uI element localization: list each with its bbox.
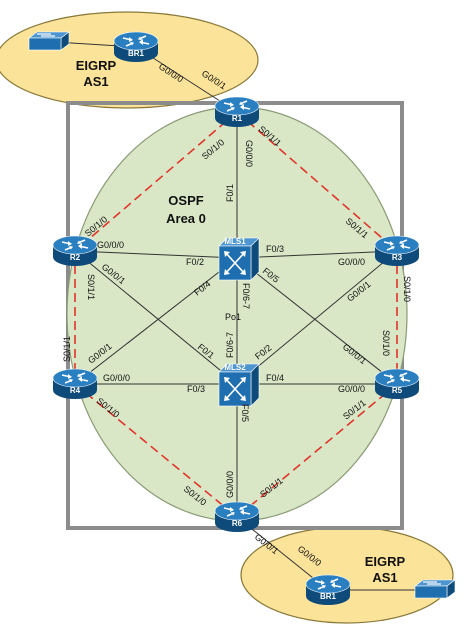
serial-link-r4-r6	[74, 383, 238, 518]
router-r4[interactable]: R4	[52, 368, 98, 400]
if-r2-g000: G0/0/0	[97, 240, 124, 250]
if-r4-s011: S0/1/1	[62, 336, 72, 362]
eigrp-bottom-title-line1: EIGRP	[365, 554, 406, 569]
serial-link-r5-r6	[236, 383, 398, 518]
ms1-label: MLS1	[224, 237, 246, 246]
serial-link-r1-r2	[74, 111, 238, 252]
if-ms1-f03: F0/3	[266, 244, 284, 254]
multilayer-switch-ms2[interactable]: MLS2	[218, 363, 260, 407]
r1-label: R1	[232, 114, 243, 123]
eigrp-top-title-line1: EIGRP	[76, 58, 117, 73]
router-br1-top[interactable]: BR1	[113, 31, 159, 63]
if-r1-g000: G0/0/0	[244, 140, 254, 167]
link-r3-ms1	[236, 250, 398, 259]
r4-label: R4	[70, 386, 81, 395]
if-r5-g000: G0/0/0	[338, 384, 365, 394]
eigrp-top-title-line2: AS1	[83, 74, 108, 89]
router-r6[interactable]: R6	[214, 501, 260, 533]
if-po1: Po1	[225, 312, 241, 322]
br1-bottom-label: BR1	[320, 592, 337, 601]
if-r3-s010: S0/1/0	[402, 276, 412, 302]
if-ms2-f04: F0/4	[266, 373, 284, 383]
link-r4-ms1	[74, 257, 238, 385]
r5-label: R5	[392, 386, 403, 395]
serial-link-r1-r3	[236, 111, 398, 252]
eigrp-bottom-title-line2: AS1	[372, 570, 397, 585]
router-br1-bottom[interactable]: BR1	[305, 574, 351, 606]
if-ms2-f03: F0/3	[187, 384, 205, 394]
ospf-title-line2: Area 0	[166, 211, 206, 226]
if-ms2-f067: F0/6-7	[225, 332, 235, 358]
link-r5-ms1	[236, 257, 398, 385]
if-ms2-f05: F0/5	[240, 404, 250, 422]
if-ms1-f067: F0/6-7	[241, 283, 251, 309]
router-r3[interactable]: R3	[374, 235, 420, 267]
multilayer-switch-ms1[interactable]: MLS1	[218, 237, 260, 281]
router-r5[interactable]: R5	[374, 368, 420, 400]
r3-label: R3	[392, 253, 403, 262]
serial-links	[74, 111, 398, 518]
if-r5-s010: S0/1/0	[381, 330, 391, 356]
br1-top-label: BR1	[128, 49, 145, 58]
link-r2-ms2	[74, 250, 238, 385]
if-r6-g000: G0/0/0	[225, 471, 235, 498]
if-ms1-f02: F0/2	[186, 257, 204, 267]
switch-top[interactable]	[28, 31, 70, 51]
ethernet-links	[54, 41, 430, 591]
if-r3-g000: G0/0/0	[338, 257, 365, 267]
if-r4-g000: G0/0/0	[103, 373, 130, 383]
r6-label: R6	[232, 519, 243, 528]
r2-label: R2	[70, 253, 81, 262]
if-ms1-f01: F0/1	[225, 184, 235, 202]
ospf-title-line1: OSPF	[168, 193, 203, 208]
link-r3-ms2	[236, 250, 398, 385]
router-r1[interactable]: R1	[214, 96, 260, 128]
router-r2[interactable]: R2	[52, 235, 98, 267]
switch-bottom[interactable]	[414, 579, 456, 599]
link-r2-ms1	[74, 250, 238, 259]
ms2-label: MLS2	[224, 363, 246, 372]
if-r2-s011: S0/1/1	[86, 274, 96, 300]
